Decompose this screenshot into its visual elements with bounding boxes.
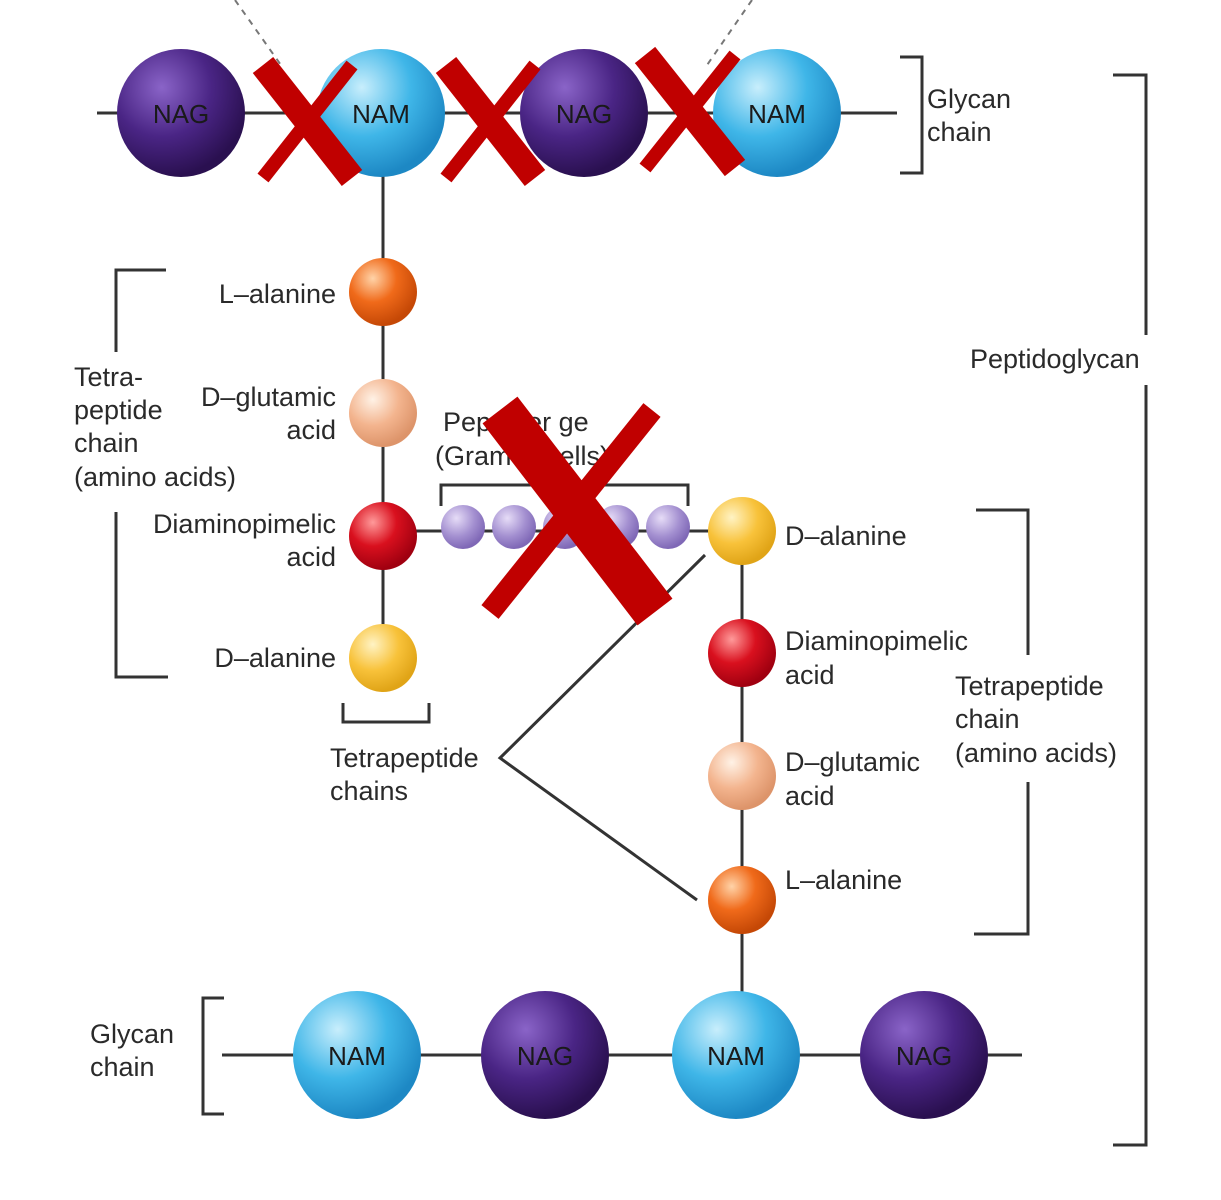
- top-glycan-label-1: Glycan: [927, 84, 1011, 114]
- bottom-glycan-bead-4: NAG: [860, 991, 988, 1119]
- left-residue-2-label-1: D–glutamic: [201, 382, 336, 412]
- top-bead-1-label: NAG: [153, 99, 209, 129]
- right-chain-label-1: Tetrapeptide: [955, 671, 1104, 701]
- top-glycan-bead-4: NAM: [713, 49, 841, 177]
- bottom-bead-2-label: NAG: [517, 1041, 573, 1071]
- bottom-glycan-bead-3: NAM: [672, 991, 800, 1119]
- bridge-bead-1: [441, 505, 485, 549]
- right-dap-bead: [708, 619, 776, 687]
- tetrapeptide-chains-bracket: [341, 703, 431, 724]
- top-bead-3-label: NAG: [556, 99, 612, 129]
- left-residue-3-label-1: Diaminopimelic: [153, 509, 336, 539]
- top-glycan-bracket: [900, 55, 924, 175]
- cross-mark-4: [481, 396, 673, 626]
- right-chain-bracket-top: [976, 508, 1030, 655]
- cross-mark-3: [634, 46, 746, 177]
- top-glycan-bead-3: NAG: [520, 49, 648, 177]
- bottom-glycan-bead-1: NAM: [293, 991, 421, 1119]
- right-residue-2-label-2: acid: [785, 660, 835, 690]
- bottom-bead-3-label: NAM: [707, 1041, 765, 1071]
- left-d-glutamic-bead: [349, 379, 417, 447]
- peptidoglycan-bracket-bottom: [1113, 385, 1148, 1147]
- right-residue-4-label: L–alanine: [785, 865, 902, 895]
- left-residue-2-label-2: acid: [286, 415, 336, 445]
- leader-line-left: [234, 0, 284, 69]
- bottom-glycan-bracket: [201, 996, 224, 1116]
- left-residue-3-label-2: acid: [286, 542, 336, 572]
- left-residue-1-label: L–alanine: [219, 279, 336, 309]
- bottom-bead-4-label: NAG: [896, 1041, 952, 1071]
- cross-mark-2: [435, 56, 546, 187]
- bottom-glycan-label-2: chain: [90, 1052, 155, 1082]
- right-l-alanine-bead: [708, 866, 776, 934]
- left-l-alanine-bead: [349, 258, 417, 326]
- top-glycan-label-2: chain: [927, 117, 992, 147]
- right-residue-3-label-2: acid: [785, 781, 835, 811]
- peptidoglycan-label: Peptidoglycan: [970, 344, 1140, 374]
- tetrapeptide-chains-label-2: chains: [330, 776, 408, 806]
- right-residue-3-label-1: D–glutamic: [785, 747, 920, 777]
- bottom-bead-1-label: NAM: [328, 1041, 386, 1071]
- top-glycan-bead-1: NAG: [117, 49, 245, 177]
- left-dap-bead: [349, 502, 417, 570]
- left-chain-label-1: Tetra-: [74, 362, 143, 392]
- left-chain-label-4: (amino acids): [74, 462, 236, 492]
- right-chain-bracket-bottom: [974, 782, 1030, 936]
- left-residue-4-label: D–alanine: [214, 643, 336, 673]
- cross-mark-1: [252, 56, 363, 187]
- bottom-glycan-label-1: Glycan: [90, 1019, 174, 1049]
- leader-line-right: [704, 0, 753, 69]
- top-glycan-bead-2: NAM: [317, 49, 445, 177]
- bottom-glycan-bead-2: NAG: [481, 991, 609, 1119]
- left-chain-label-3: chain: [74, 428, 139, 458]
- bridge-bead-5: [646, 505, 690, 549]
- left-d-alanine-bead: [349, 624, 417, 692]
- right-residue-1-label: D–alanine: [785, 521, 907, 551]
- peptidoglycan-bracket-top: [1113, 73, 1148, 335]
- tetrapeptide-chains-label-1: Tetrapeptide: [330, 743, 479, 773]
- top-bead-4-label: NAM: [748, 99, 806, 129]
- right-residue-2-label-1: Diaminopimelic: [785, 626, 968, 656]
- right-d-alanine-bead: [708, 497, 776, 565]
- right-d-glutamic-bead: [708, 742, 776, 810]
- left-chain-label-2: peptide: [74, 395, 163, 425]
- tetrapeptide-chains-leader: [497, 553, 707, 902]
- left-chain-bracket-top: [114, 268, 166, 352]
- top-bead-2-label: NAM: [352, 99, 410, 129]
- right-chain-label-3: (amino acids): [955, 738, 1117, 768]
- right-chain-label-2: chain: [955, 704, 1020, 734]
- left-chain-bracket-bottom: [114, 512, 168, 679]
- bridge-bead-2: [492, 505, 536, 549]
